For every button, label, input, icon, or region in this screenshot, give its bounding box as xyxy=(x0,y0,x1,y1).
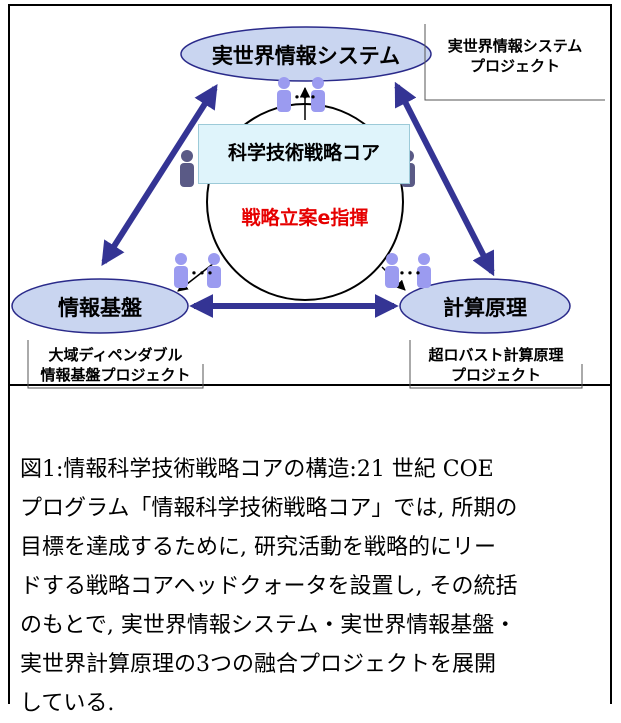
person-icon xyxy=(277,77,291,112)
caption-line: 実世界計算原理の3つの融合プロジェクトを展開 xyxy=(20,652,496,677)
oval-left xyxy=(11,278,189,334)
project-label-bottom-left: 大域ディペンダブル 情報基盤プロジェクト xyxy=(40,346,191,384)
arrow-top-left xyxy=(101,83,218,267)
figure-caption: 図1:情報科学技術戦略コアの構造:21 世紀 COE プログラム「情報科学技術戦… xyxy=(20,450,605,723)
person-icon xyxy=(207,253,221,288)
person-icon xyxy=(385,253,399,288)
ellipsis-dots: ･･･ xyxy=(190,264,214,283)
caption-line: している. xyxy=(20,691,115,716)
core-command-label: 戦略立案e指揮 xyxy=(241,207,369,229)
person-icon xyxy=(417,253,431,288)
core-title: 科学技術戦略コア xyxy=(227,142,380,164)
caption-line: 目標を達成するために, 研究活動を戦略的にリー xyxy=(20,535,496,560)
figure-divider xyxy=(8,384,612,386)
caption-line: のもとで, 実世界情報システム・実世界情報基盤・ xyxy=(20,613,517,638)
node-label-info-infrastructure: 情報基盤 xyxy=(58,296,142,320)
ellipsis-dots: ･･･ xyxy=(398,264,422,283)
oval-top xyxy=(180,26,432,82)
caption-line: 図1:情報科学技術戦略コアの構造:21 世紀 COE xyxy=(20,457,494,482)
person-icon xyxy=(174,253,188,288)
node-label-realworld-system: 実世界情報システム xyxy=(211,44,401,68)
strategy-core-box xyxy=(198,124,410,184)
figure-frame xyxy=(8,4,612,704)
oval-right xyxy=(399,278,571,334)
ellipsis-dots: ･･･ xyxy=(293,88,317,107)
caption-line: プログラム「情報科学技術戦略コア」では, 所期の xyxy=(20,496,518,521)
arrow-top-right xyxy=(394,81,495,277)
project-box-bottom-right-border xyxy=(409,340,583,389)
node-label-computation-principle: 計算原理 xyxy=(443,296,527,320)
project-label-top-right: 実世界情報システム プロジェクト xyxy=(447,37,583,75)
person-icon xyxy=(180,150,194,187)
person-icon xyxy=(311,77,325,112)
caption-line: ドする戦略コアヘッドクォータを設置し, その統括 xyxy=(20,574,518,599)
project-box-top-right-border xyxy=(424,24,605,101)
project-label-bottom-right: 超ロバスト計算原理 プロジェクト xyxy=(428,346,564,384)
project-box-bottom-left-border xyxy=(27,340,204,389)
